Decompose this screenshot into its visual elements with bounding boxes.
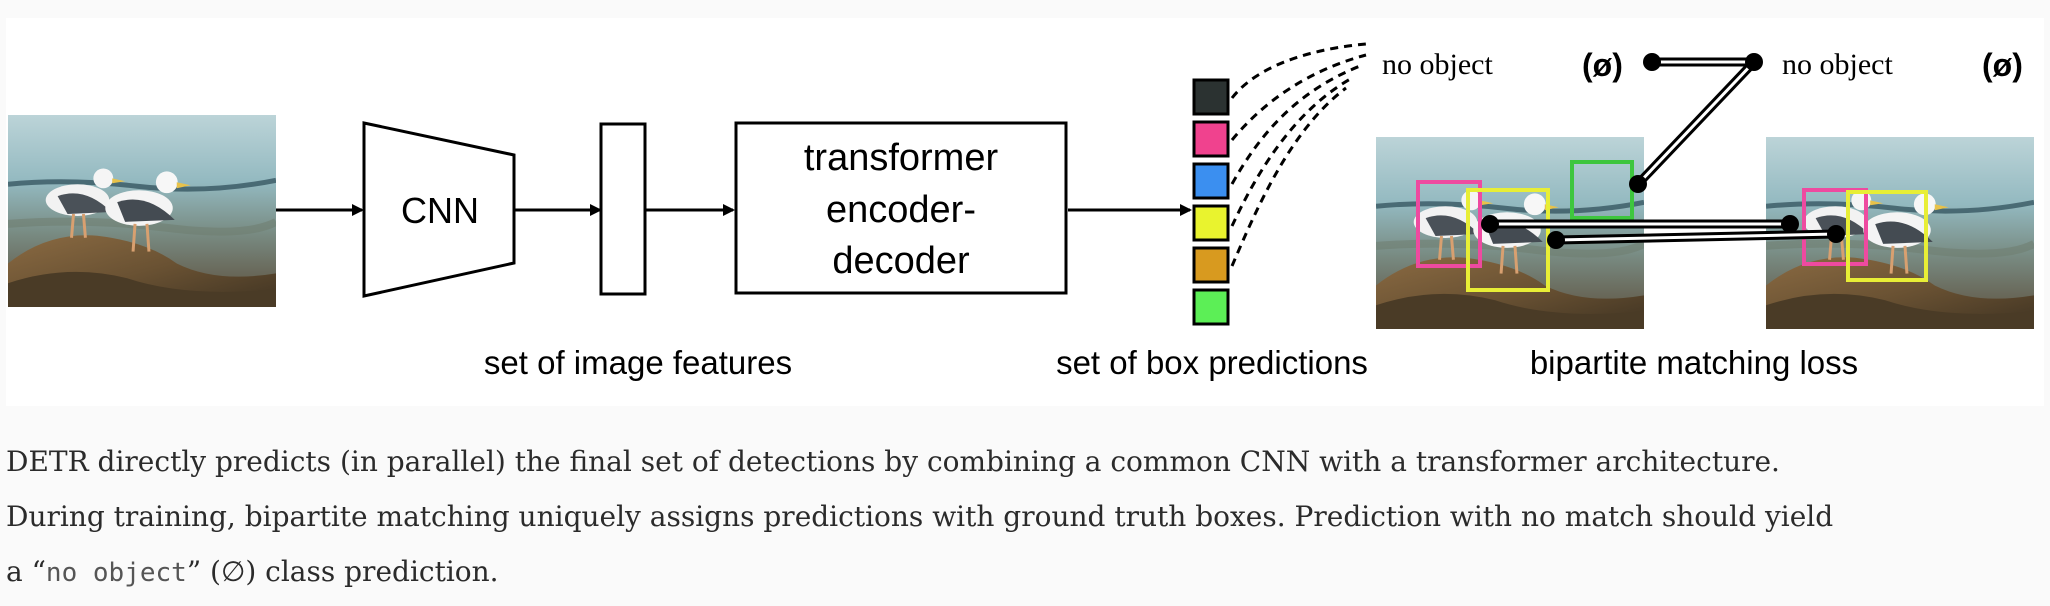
no-object-label-right: no object <box>1782 48 1893 81</box>
image-features-label: set of image features <box>484 344 792 381</box>
caption-line-3-prefix: a “ <box>6 555 46 588</box>
caption-line-2: During training, bipartite matching uniq… <box>6 500 1834 533</box>
prediction-slot-2 <box>1192 120 1230 158</box>
image-features-block <box>599 122 647 296</box>
transformer-label-line3: decoder <box>832 240 970 282</box>
empty-set-label-right: (ø) <box>1982 47 2023 83</box>
prediction-slot-3 <box>1192 162 1230 200</box>
no-object-label-left: no object <box>1382 48 1493 81</box>
caption-line-1: DETR directly predicts (in parallel) the… <box>6 445 1780 478</box>
no-object-code: no object <box>45 558 187 588</box>
no-object-dashed-links <box>1230 42 1367 267</box>
cnn-block: CNN <box>362 121 516 298</box>
gt-box-yellow <box>1846 190 1928 282</box>
input-image <box>8 115 276 307</box>
prediction-slot-1 <box>1192 78 1230 116</box>
box-predictions-label: set of box predictions <box>1056 344 1368 381</box>
gt-box-pink <box>1802 188 1868 266</box>
figure-caption: DETR directly predicts (in parallel) the… <box>6 434 2042 601</box>
prediction-slot-6 <box>1192 288 1230 326</box>
pred-box-pink <box>1416 180 1482 268</box>
prediction-set <box>1192 78 1230 326</box>
prediction-slot-5 <box>1192 246 1230 284</box>
cnn-label: CNN <box>401 190 479 231</box>
empty-set-label-left: (ø) <box>1582 47 1623 83</box>
prediction-slot-4 <box>1192 204 1230 242</box>
bipartite-match-links <box>1481 53 1845 249</box>
prediction-image <box>1376 137 1644 329</box>
transformer-label-line2: encoder- <box>826 189 976 231</box>
detr-pipeline-diagram: CNN transformer encoder- decoder no obje… <box>0 42 2050 381</box>
transformer-label-line1: transformer <box>804 137 999 179</box>
matching-loss-label: bipartite matching loss <box>1530 344 1858 381</box>
caption-line-3-suffix: ” (∅) class prediction. <box>186 555 499 588</box>
ground-truth-image <box>1766 137 2034 329</box>
transformer-block: transformer encoder- decoder <box>734 121 1068 295</box>
